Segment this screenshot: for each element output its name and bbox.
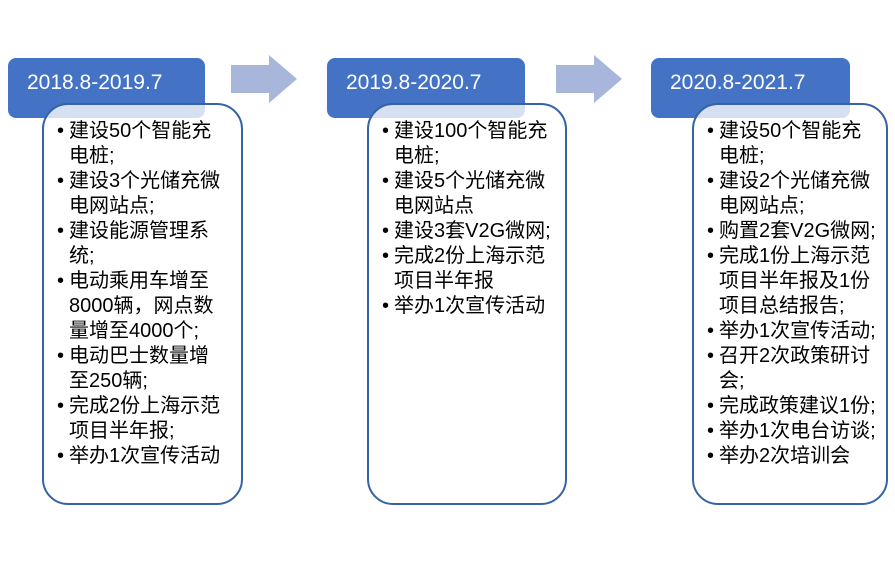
stage-1-task-list: 建设50个智能充 电桩; 建设3个光储充微 电网站点; 建设能源管理系 统; 电… — [57, 119, 235, 469]
task-item: 电动巴士数量增 至250辆; — [57, 344, 235, 394]
task-item: 建设3套V2G微网; — [382, 219, 559, 244]
task-item: 举办1次宣传活动 — [382, 294, 559, 319]
right-arrow-shape — [556, 55, 622, 103]
stage-2-period-label: 2019.8-2020.7 — [346, 71, 482, 94]
right-arrow-icon — [556, 55, 622, 103]
task-item: 建设能源管理系 统; — [57, 219, 235, 269]
task-item: 电动乘用车增至 8000辆，网点数 量增至4000个; — [57, 269, 235, 344]
right-arrow-shape — [231, 55, 297, 103]
right-arrow-icon — [231, 55, 297, 103]
task-item: 建设50个智能充 电桩; — [57, 119, 235, 169]
task-item: 完成政策建议1份; — [707, 394, 880, 419]
stage-3-task-list: 建设50个智能充 电桩; 建设2个光储充微 电网站点; 购置2套V2G微网; 完… — [707, 119, 880, 469]
stage-1-period-label: 2018.8-2019.7 — [27, 71, 163, 94]
task-item: 召开2次政策研讨 会; — [707, 344, 880, 394]
stage-3-period-label: 2020.8-2021.7 — [670, 71, 806, 94]
stage-2-task-list: 建设100个智能充 电桩; 建设5个光储充微 电网站点 建设3套V2G微网; 完… — [382, 119, 559, 319]
task-item: 建设3个光储充微 电网站点; — [57, 169, 235, 219]
task-item: 完成2份上海示范 项目半年报 — [382, 244, 559, 294]
task-item: 举办1次宣传活动; — [707, 319, 880, 344]
task-item: 举办2次培训会 — [707, 444, 880, 469]
task-item: 举办1次宣传活动 — [57, 444, 235, 469]
task-item: 完成2份上海示范 项目半年报; — [57, 394, 235, 444]
task-item: 建设2个光储充微 电网站点; — [707, 169, 880, 219]
stage-3-tasks-box: 建设50个智能充 电桩; 建设2个光储充微 电网站点; 购置2套V2G微网; 完… — [692, 103, 888, 505]
task-item: 举办1次电台访谈; — [707, 419, 880, 444]
task-item: 建设50个智能充 电桩; — [707, 119, 880, 169]
task-item: 购置2套V2G微网; — [707, 219, 880, 244]
task-item: 建设100个智能充 电桩; — [382, 119, 559, 169]
task-item: 建设5个光储充微 电网站点 — [382, 169, 559, 219]
stage-2-tasks-box: 建设100个智能充 电桩; 建设5个光储充微 电网站点 建设3套V2G微网; 完… — [367, 103, 567, 505]
stage-1-tasks-box: 建设50个智能充 电桩; 建设3个光储充微 电网站点; 建设能源管理系 统; 电… — [42, 103, 243, 505]
task-item: 完成1份上海示范 项目半年报及1份 项目总结报告; — [707, 244, 880, 319]
